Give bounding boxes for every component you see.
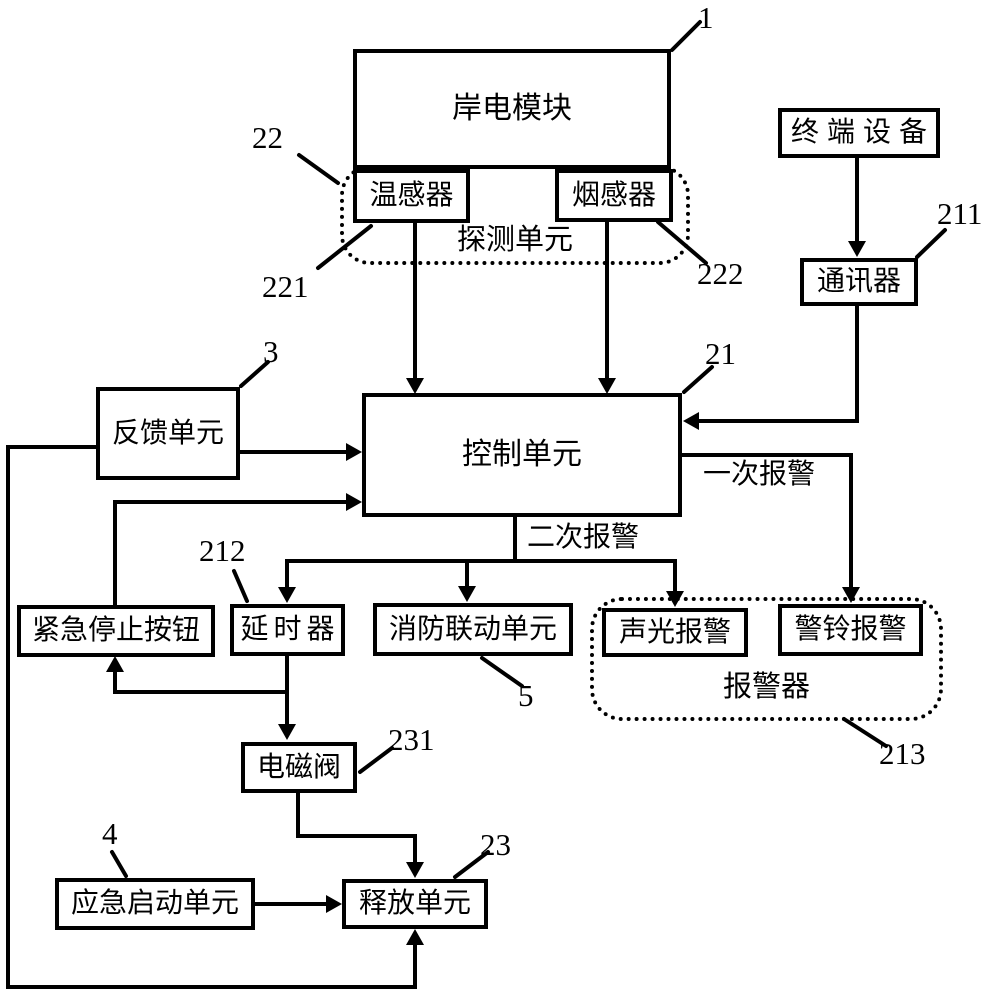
arrow-smoke-to-control <box>598 378 616 394</box>
leader-lines <box>110 20 947 879</box>
ref-23-release-unit: 23 <box>480 827 511 862</box>
ref-213-alarm-group: 213 <box>879 736 926 771</box>
alarm-group-label: 报警器 <box>722 671 810 703</box>
delay-timer-box: 延时器 <box>230 604 345 656</box>
smoke-sensor-box: 烟感器 <box>555 169 673 222</box>
leader-1 <box>670 20 702 52</box>
solenoid-valve-box: 电磁阀 <box>241 742 357 793</box>
arrow-temp-to-control <box>406 378 424 394</box>
arrow-feedback-to-control <box>346 443 362 461</box>
shore-power-module-box: 岸电模块 <box>353 49 671 169</box>
leader-23 <box>453 850 490 879</box>
ref-212-delay-timer: 212 <box>199 533 246 568</box>
alarm-group-frame <box>590 597 943 721</box>
arrow-branch-to-estop <box>106 656 124 672</box>
arrow-start-to-release <box>326 895 342 913</box>
ref-231-solenoid-valve: 231 <box>388 722 435 757</box>
arrow-first-alarm <box>842 587 860 603</box>
release-unit-box: 释放单元 <box>342 879 488 929</box>
first-alarm-label: 一次报警 <box>703 459 816 490</box>
ref-222-smoke-sensor: 222 <box>697 256 744 291</box>
terminal-device-box: 终端设备 <box>778 108 940 158</box>
arrow-branch-to-soundlight <box>666 591 684 607</box>
leader-213 <box>842 717 888 748</box>
second-alarm-label: 二次报警 <box>527 522 640 553</box>
ref-21-control-unit: 21 <box>705 336 736 371</box>
leader-212 <box>232 569 249 603</box>
arrow-solenoid-to-release <box>406 862 424 878</box>
leader-5 <box>480 656 524 688</box>
arrow-delay-to-solenoid <box>278 724 296 740</box>
arrow-branch-to-firelink <box>458 586 476 602</box>
leader-21 <box>682 365 714 394</box>
emergency-start-unit-box: 应急启动单元 <box>55 878 255 930</box>
leader-4 <box>110 850 128 878</box>
ref-5-fire-linkage: 5 <box>518 678 534 713</box>
feedback-unit-box: 反馈单元 <box>96 387 240 480</box>
detection-unit-group-label: 探测单元 <box>456 224 573 256</box>
leader-211 <box>915 228 947 259</box>
ref-221-temp-sensor: 221 <box>262 269 309 304</box>
arrow-branch-to-delay <box>278 587 296 603</box>
ref-22-detection-unit: 22 <box>252 120 283 155</box>
control-unit-box: 控制单元 <box>362 393 682 517</box>
arrow-terminal-to-communicator <box>848 241 866 257</box>
emergency-stop-button-box: 紧急停止按钮 <box>17 605 215 657</box>
temperature-sensor-box: 温感器 <box>353 169 470 223</box>
communicator-box: 通讯器 <box>800 258 918 306</box>
ref-3-feedback-unit: 3 <box>263 334 279 369</box>
ref-211-communicator: 211 <box>937 196 983 231</box>
arrow-communicator-to-control <box>683 412 699 430</box>
fire-linkage-unit-box: 消防联动单元 <box>373 603 573 656</box>
leader-221 <box>316 224 373 270</box>
leader-222 <box>656 220 708 265</box>
leader-22 <box>297 153 340 185</box>
arrow-loop-to-release <box>406 929 424 945</box>
sound-light-alarm-box: 声光报警 <box>602 608 748 657</box>
ref-4-emergency-start: 4 <box>102 816 118 851</box>
leader-231 <box>358 746 394 774</box>
bell-alarm-box: 警铃报警 <box>778 604 923 656</box>
ref-1-shore-power: 1 <box>698 0 714 35</box>
leader-3 <box>239 360 270 388</box>
arrow-estop-to-control <box>346 493 362 511</box>
